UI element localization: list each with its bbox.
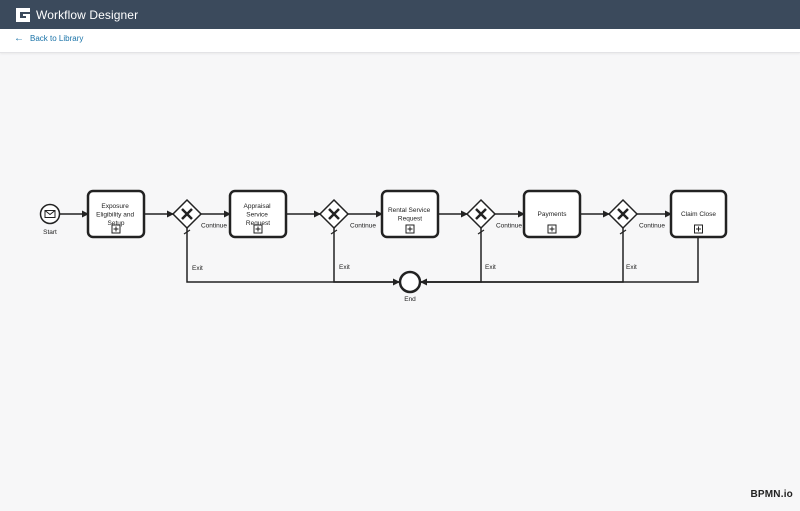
arrow-left-icon: ← [14,32,24,44]
svg-text:Rental Service Request: Rental Service Request [388,207,432,223]
start-event-label: Start [43,229,57,236]
exclusive-gateway-2[interactable] [318,198,350,230]
continue-label: Continue [639,223,665,230]
exit-label: Exit [626,264,637,271]
subprocess-marker-icon [694,224,703,234]
task-label-line: Exposure [101,203,129,210]
app-logo-icon [15,7,31,23]
task-claim-close[interactable]: Claim Close [669,189,728,239]
task-appraisal-service-request[interactable]: Appraisal Service Request [228,189,288,239]
default-flow-marker [619,229,627,235]
app-title: Workflow Designer [36,7,139,22]
flow-exit-gateway2[interactable] [333,228,399,283]
task-label-line: Request [398,216,422,223]
svg-text:Claim Close: Claim Close [681,211,716,218]
bpmn-diagram[interactable]: Start End Exposure Eligibility and Setup [0,53,800,506]
task-payments[interactable]: Payments [522,189,582,239]
subprocess-marker-icon [405,224,415,234]
flow-exit-gateway1[interactable] [186,228,400,286]
exclusive-gateway-4[interactable] [607,198,639,230]
continue-label: Continue [496,223,522,230]
back-to-library-link[interactable]: ← Back to Library [14,32,84,44]
back-link-label: Back to Library [30,34,84,43]
exclusive-gateway-3[interactable] [465,198,497,230]
subprocess-marker-icon [253,224,263,234]
task-label-line: Appraisal [244,203,272,210]
sub-toolbar: ← Back to Library [0,29,800,53]
default-flow-marker [330,229,338,235]
end-event-label: End [404,296,416,303]
x-icon [475,208,487,220]
default-flow-marker [183,229,191,235]
app-header: Workflow Designer [0,0,800,29]
task-exposure-eligibility[interactable]: Exposure Eligibility and Setup [86,189,146,239]
x-icon [181,208,193,220]
task-label-line: Rental Service [388,207,431,214]
exit-label: Exit [192,265,203,272]
svg-text:Appraisal Service: Appraisal Service Request [244,203,273,227]
continue-label: Continue [201,223,227,230]
subprocess-marker-icon [547,224,557,234]
x-icon [617,208,629,220]
x-icon [328,208,340,220]
exclusive-gateway-1[interactable] [171,198,203,230]
diagram-canvas[interactable]: Start End Exposure Eligibility and Setup [0,53,800,506]
flow-exit-gateway4[interactable] [421,228,624,283]
continue-label: Continue [350,223,376,230]
task-label-line: Payments [538,211,568,218]
start-event[interactable]: Start [39,203,61,237]
subprocess-marker-icon [111,224,121,234]
task-label-line: Service [246,212,268,219]
task-label-line: Request [246,220,270,227]
svg-text:Exposure Eligibility a: Exposure Eligibility and Setup [96,203,136,227]
task-rental-service-request[interactable]: Rental Service Request [380,189,440,239]
task-label-line: Claim Close [681,211,716,218]
exit-label: Exit [485,264,496,271]
svg-text:Payments: Payments [538,211,568,218]
task-label-line: Eligibility and [96,212,134,219]
bpmn-io-watermark[interactable]: BPMN.io [750,489,793,500]
flow-task5-to-end[interactable] [421,237,699,283]
default-flow-marker [477,229,485,235]
exit-label: Exit [339,264,350,271]
task-label-line: Setup [108,220,125,227]
end-event[interactable]: End [398,270,422,303]
